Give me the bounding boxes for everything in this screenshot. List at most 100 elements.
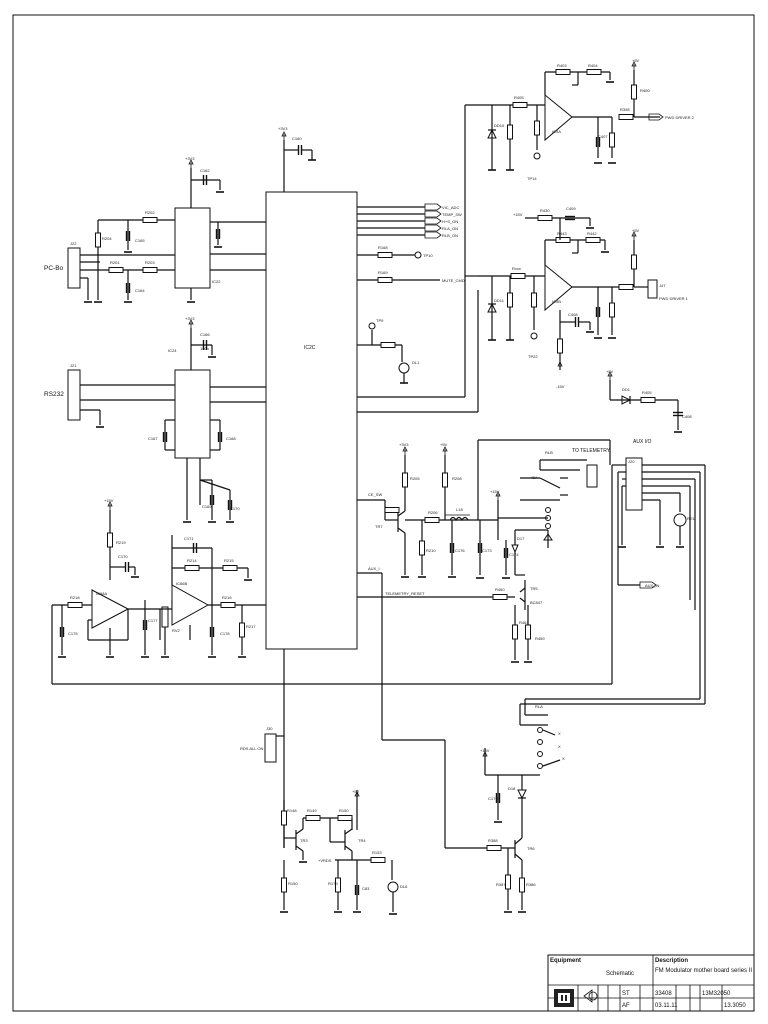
- svg-text:R388: R388: [488, 838, 498, 843]
- svg-text:C179: C179: [488, 796, 498, 801]
- number-value: 33408: [655, 991, 672, 997]
- description-value: FM Modulator mother board series II: [655, 968, 752, 974]
- svg-text:IC98A: IC98A: [96, 591, 107, 596]
- svg-text:X: X: [558, 731, 561, 736]
- svg-text:D18: D18: [508, 786, 516, 791]
- svg-text:R400: R400: [640, 88, 650, 93]
- svg-text:R208: R208: [452, 476, 462, 481]
- svg-text:C408: C408: [682, 414, 692, 419]
- svg-text:R216: R216: [222, 595, 232, 600]
- svg-text:J21: J21: [70, 363, 77, 368]
- svg-text:C166: C166: [200, 332, 210, 337]
- description-header: Description: [655, 958, 688, 964]
- aux-io-connector: AUX I/O J20 RE1 AUX_IN: [611, 439, 706, 704]
- equipment-header: Equipment: [550, 958, 581, 964]
- svg-text:R217: R217: [246, 624, 256, 629]
- svg-text:IC24: IC24: [168, 348, 177, 353]
- svg-text:C409: C409: [566, 206, 576, 211]
- svg-text:R150: R150: [339, 808, 349, 813]
- svg-text:J22: J22: [70, 241, 77, 246]
- svg-text:DD11: DD11: [494, 298, 505, 303]
- svg-text:DD1: DD1: [622, 387, 631, 392]
- rla-relay-circuit: RLA X X X +15V C179 D18 TR6 R387 R: [480, 698, 705, 913]
- svg-text:R459: R459: [535, 636, 545, 641]
- svg-text:R218: R218: [70, 595, 80, 600]
- mute-cmd-label: MUTE_CMD: [442, 278, 465, 283]
- svg-text:C171: C171: [184, 536, 194, 541]
- svg-text:R215: R215: [224, 558, 234, 563]
- pwd-driver-2-circuit: R405 DD10 TP14 IC4A R403 R404 R398 C4: [487, 58, 695, 181]
- svg-text:+3V3: +3V3: [185, 156, 195, 161]
- svg-text:DD10: DD10: [494, 123, 505, 128]
- svg-text:RLA: RLA: [535, 704, 543, 709]
- svg-text:R443: R443: [557, 231, 567, 236]
- aux-supply: +5V DD1 R405 C408: [606, 369, 692, 433]
- projection-icon: [583, 989, 593, 1003]
- svg-text:C178: C178: [220, 631, 230, 636]
- svg-text:R202: R202: [145, 210, 155, 215]
- revision-value: 13.3050: [724, 1003, 746, 1009]
- svg-text:TP10: TP10: [423, 253, 433, 258]
- svg-text:C174: C174: [509, 552, 519, 557]
- svg-text:+15V: +15V: [104, 498, 114, 503]
- svg-text:C165: C165: [135, 238, 145, 243]
- svg-text:R169: R169: [378, 270, 388, 275]
- aux-io-label: AUX I/O: [633, 439, 651, 445]
- rs232-label: RS232: [44, 391, 64, 398]
- pc-connector-circuit: J22 PC-Bo R204 R202 R201 R203 C165 C164 …: [44, 156, 266, 303]
- svg-text:C83: C83: [362, 886, 370, 891]
- aux-i-label: AUX_I: [368, 566, 380, 571]
- svg-text:RLB: RLB: [545, 450, 553, 455]
- svg-text:C177: C177: [148, 618, 158, 623]
- pwd-driver-1-label: PWD DRIVER 1: [659, 296, 689, 301]
- to-telemetry-label: TO TELEMETRY: [572, 448, 611, 454]
- svg-text:C176: C176: [455, 548, 465, 553]
- svg-text:J30: J30: [266, 726, 273, 731]
- svg-text:-15V: -15V: [556, 384, 565, 389]
- svg-text:+15V: +15V: [513, 212, 523, 217]
- svg-text:X: X: [558, 744, 561, 749]
- svg-text:X: X: [562, 756, 565, 761]
- svg-text:C164: C164: [135, 288, 145, 293]
- telemetry-reset-label: TELEMETRY_RESET: [385, 591, 425, 596]
- svg-text:+3V3: +3V3: [278, 126, 288, 131]
- ce-sw-label: CE_SW: [368, 492, 382, 497]
- svg-text:RE1: RE1: [687, 516, 696, 521]
- svg-text:R460: R460: [495, 587, 505, 592]
- rs232-circuit: J21 RS232 IC24 +3V3 C166 100n C167 C168: [44, 316, 266, 523]
- svg-text:R219: R219: [116, 540, 126, 545]
- telemetry-circuit: TO TELEMETRY RLB +5V +15V D17 TR5 BC847: [357, 439, 611, 663]
- svg-text:+15V: +15V: [490, 489, 500, 494]
- net-label: RLA_ON: [442, 226, 458, 231]
- svg-text:R387: R387: [496, 882, 506, 887]
- main-ic-outputs: VIC_ADC TEMP_SW H+S_ON RLA_ON RLB_ON TP1…: [357, 104, 505, 413]
- svg-text:+5V: +5V: [632, 228, 640, 233]
- svg-text:100n: 100n: [200, 346, 209, 351]
- svg-text:C168: C168: [226, 436, 236, 441]
- svg-text:R405: R405: [514, 95, 524, 100]
- ic-main: IC2C: [265, 191, 358, 650]
- svg-text:J47: J47: [659, 283, 666, 288]
- pwd-driver-1-circuit: Rxxx DD11 TP22 IC4B R443 R442 +15V R4: [478, 206, 689, 389]
- st-value: ST: [622, 991, 630, 997]
- svg-text:BC847: BC847: [530, 600, 543, 605]
- svg-text:+VRDS: +VRDS: [318, 858, 332, 863]
- svg-text:+3V3: +3V3: [185, 316, 195, 321]
- svg-text:+5V: +5V: [606, 369, 614, 374]
- svg-text:TR3: TR3: [300, 838, 308, 843]
- svg-text:R205: R205: [410, 476, 420, 481]
- svg-text:R179: R179: [328, 881, 338, 886]
- svg-text:TP22: TP22: [528, 354, 538, 359]
- svg-text:C160: C160: [292, 136, 302, 141]
- page-border: [12, 14, 755, 1012]
- main-ic-power: +3V3 C160: [278, 126, 317, 192]
- svg-text:R386: R386: [526, 882, 536, 887]
- svg-text:C175: C175: [68, 631, 78, 636]
- pc-connector-label: PC-Bo: [44, 265, 64, 272]
- equipment-value: Schematic: [606, 971, 634, 977]
- svg-text:R404: R404: [588, 63, 598, 68]
- svg-text:J20: J20: [628, 459, 635, 464]
- svg-text:R405: R405: [642, 390, 652, 395]
- net-label: VIC_ADC: [442, 205, 459, 210]
- svg-text:TR7: TR7: [375, 524, 383, 529]
